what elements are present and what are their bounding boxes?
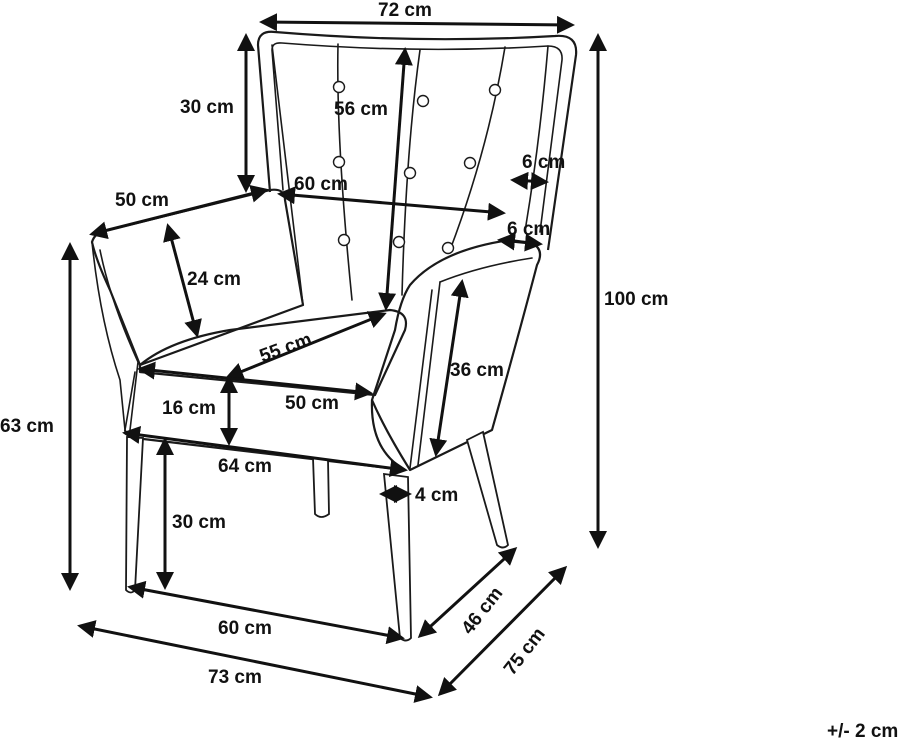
chair-right-armrest-piping [409,289,433,469]
chair-wing-left [271,44,304,306]
dim-line-total-width [77,620,433,703]
label-seat-width-front: 50 cm [285,393,339,414]
dim-line-seat-width-back [277,186,506,221]
dim-line-seat-width-front [137,361,373,401]
label-total-depth: 75 cm [500,624,550,679]
chair-front-panel [124,371,136,431]
tuft-button [416,94,430,108]
tolerance-note: +/- 2 cm [827,721,898,742]
chair-backrest-inner [271,42,563,233]
chair-right-armrest-roll [439,257,533,283]
label-armrest-top-width: 6 cm [507,219,550,240]
chair-leg-front-left [125,436,144,594]
chair-left-arm-front [91,241,126,431]
chair-left-armrest-edge [99,249,139,431]
chair-leg-front-right [382,472,412,642]
chair-wing-right [525,45,549,226]
label-armrest-front-height: 36 cm [450,360,504,381]
label-backrest-height: 56 cm [334,99,388,120]
label-back-width: 72 cm [378,0,432,21]
tuft-button [403,166,417,180]
label-seat-height: 30 cm [172,512,226,533]
dim-line-armrest-depth [89,184,269,240]
label-arm-height: 63 cm [0,416,54,437]
dim-line-back-width [259,13,575,34]
dim-line-armrest-top-width [497,232,543,252]
dim-line-total-depth [437,565,568,697]
label-cushion-height: 16 cm [162,398,216,419]
label-total-height: 100 cm [604,289,668,310]
tuft-button [337,233,351,247]
dim-line-backrest-height [378,47,413,311]
label-leg-span-width: 60 cm [218,618,272,639]
dimension-lines [61,13,607,703]
dim-line-armrest-inner-height [163,223,202,338]
tuft-button [488,83,502,97]
label-front-width: 64 cm [218,456,272,477]
label-leg-span-depth: 46 cm [458,583,508,638]
label-total-width: 73 cm [208,667,262,688]
chair-backrest [256,30,578,251]
label-seat-width-back: 60 cm [294,174,348,195]
label-seat-depth: 55 cm [257,329,315,367]
tuft-button [392,235,406,249]
chair-right-armrest [370,238,542,472]
dim-line-wing-thickness [510,171,549,191]
chair-seam-3 [449,46,506,251]
label-arm-thickness: 4 cm [415,485,458,506]
label-back-height: 30 cm [180,97,234,118]
chair-leg-back-right [465,430,509,549]
tuft-button [332,80,346,94]
dim-line-armrest-front-height [429,279,469,457]
chair-leg-back-left [312,456,330,518]
tuft-button [332,155,346,169]
tuft-button [463,156,477,170]
label-armrest-depth: 50 cm [115,190,169,211]
label-armrest-inner-height: 24 cm [187,269,241,290]
tuft-button [441,241,455,255]
label-wing-thickness: 6 cm [522,152,565,173]
